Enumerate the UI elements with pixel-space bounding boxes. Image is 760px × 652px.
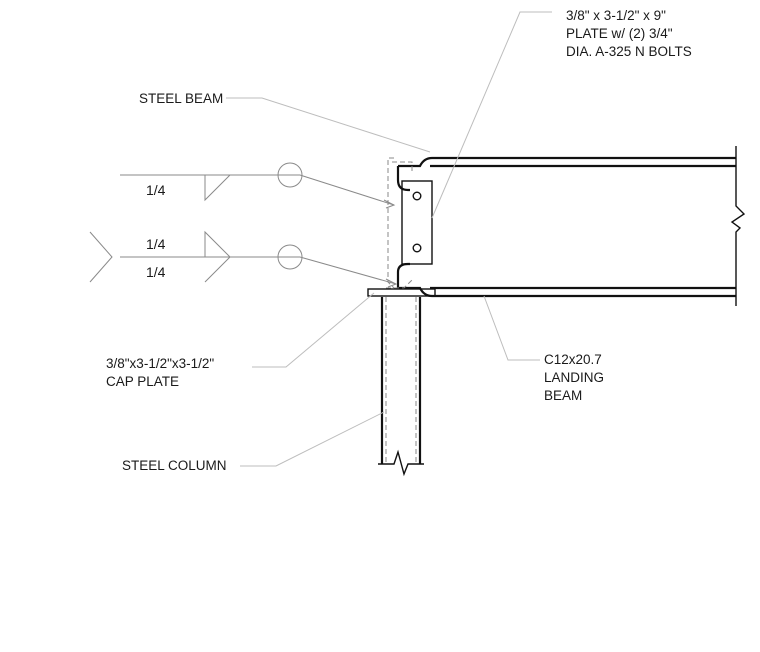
landing-beam-label-line2: LANDING bbox=[544, 370, 604, 385]
leader-cap-plate bbox=[252, 292, 375, 368]
weld-size-top: 1/4 bbox=[146, 182, 166, 198]
shear-plate bbox=[401, 180, 433, 265]
weld-size-mid-upper: 1/4 bbox=[146, 236, 166, 252]
hidden-outline bbox=[386, 157, 413, 289]
landing-beam-label-line3: BEAM bbox=[544, 388, 582, 403]
leader-landing-beam bbox=[483, 295, 540, 361]
weld-size-mid-lower: 1/4 bbox=[146, 264, 166, 280]
landing-beam bbox=[396, 146, 746, 306]
cap-plate-label-line2: CAP PLATE bbox=[106, 374, 179, 389]
steel-column bbox=[378, 297, 424, 477]
plate-label-line3: DIA. A-325 N BOLTS bbox=[566, 44, 692, 59]
steel-beam-label: STEEL BEAM bbox=[139, 91, 223, 106]
bolt-upper bbox=[412, 191, 422, 201]
leader-plate bbox=[431, 11, 552, 219]
plate-label-line2: PLATE w/ (2) 3/4" bbox=[566, 26, 673, 41]
landing-beam-label-line1: C12x20.7 bbox=[544, 352, 602, 367]
cap-plate bbox=[367, 288, 436, 297]
bolt-lower bbox=[412, 243, 422, 253]
leader-steel-beam bbox=[226, 97, 431, 153]
plate-label-line1: 3/8" x 3-1/2" x 9" bbox=[566, 8, 666, 23]
steel-column-label: STEEL COLUMN bbox=[122, 458, 227, 473]
weld-symbol-mid bbox=[89, 230, 398, 288]
leader-steel-column bbox=[240, 411, 385, 467]
weld-symbol-top bbox=[120, 162, 396, 209]
cap-plate-label-line1: 3/8"x3-1/2"x3-1/2" bbox=[106, 356, 214, 371]
